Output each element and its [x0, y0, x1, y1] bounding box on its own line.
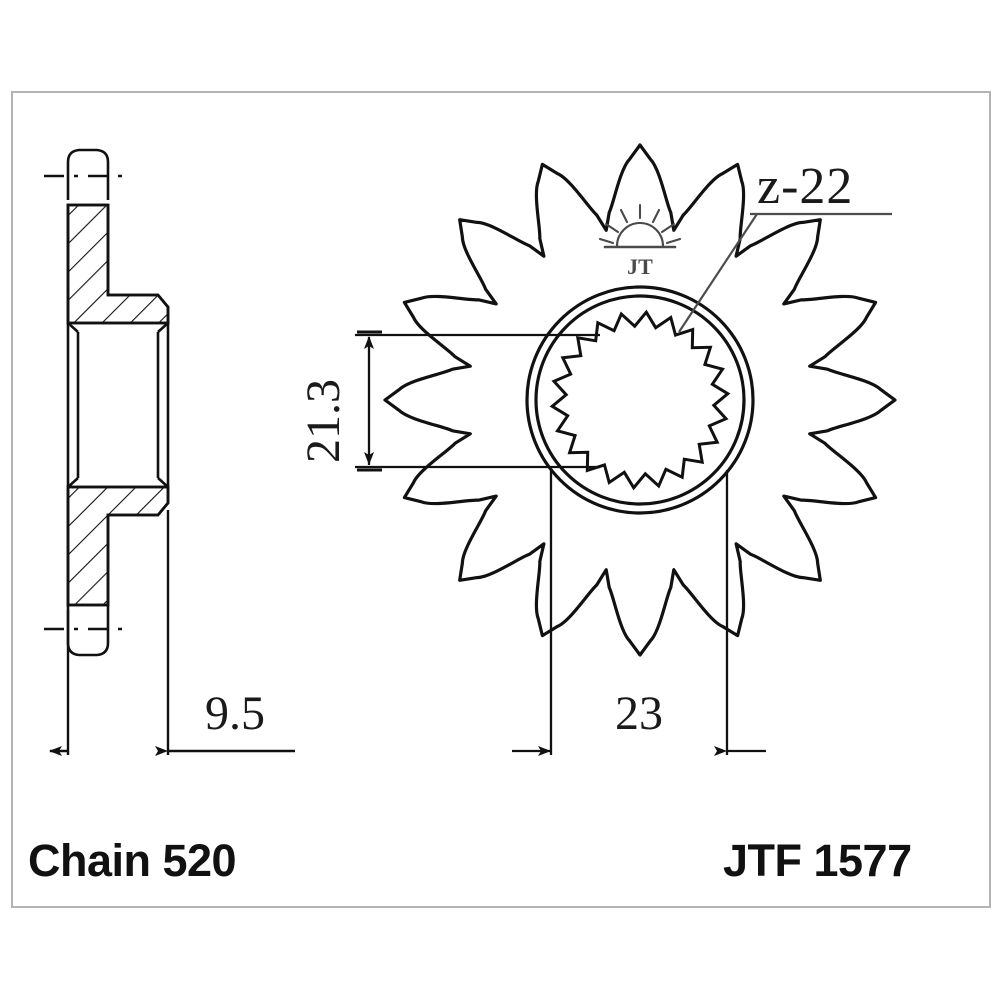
hub-outer-circle — [525, 285, 755, 515]
title-block-chain-label: Chain 520 — [28, 835, 237, 886]
sun-ray-4 — [604, 222, 620, 234]
internal-spline — [549, 309, 731, 491]
sprocket-outer-profile — [383, 143, 897, 657]
label-tooth-count: z-22 — [757, 158, 854, 215]
dimension-label-thickness: 9.5 — [205, 687, 265, 740]
rising-sun-logo: JT — [598, 203, 682, 279]
leader-z22 — [678, 212, 892, 333]
side-view-lower-hatch — [66, 485, 170, 607]
sun-ray-5 — [660, 222, 676, 234]
hub-inner-circle — [534, 294, 746, 506]
sun-dome — [615, 222, 665, 248]
logo-monogram-jt: JT — [627, 254, 653, 279]
spline-tooth-profile — [549, 309, 731, 491]
leader-line — [678, 213, 758, 333]
dimension-label-spline-diameter: 21.3 — [297, 379, 350, 463]
sun-ray-2 — [619, 208, 629, 224]
side-view-hub-chamfers — [67, 322, 169, 488]
dimension-thickness-9-5 — [49, 510, 295, 756]
dimension-spline-21-3 — [355, 330, 600, 472]
dimension-hub-width-23 — [512, 470, 766, 756]
side-view-hub-barrel — [66, 323, 170, 487]
sun-ray-6 — [598, 237, 615, 245]
side-view-upper-outline — [66, 203, 170, 325]
side-view-upper-hatch — [66, 203, 170, 325]
side-view-upper-tooth — [66, 148, 110, 200]
side-view-lower-outline — [66, 485, 170, 607]
sun-ray-3 — [651, 208, 661, 224]
sprocket-geometry — [383, 143, 897, 657]
side-section-view — [44, 148, 170, 657]
dimension-label-hub-width: 23 — [615, 687, 663, 740]
sun-ray-7 — [665, 237, 682, 245]
title-block-part-number: JTF 1577 — [723, 835, 912, 886]
